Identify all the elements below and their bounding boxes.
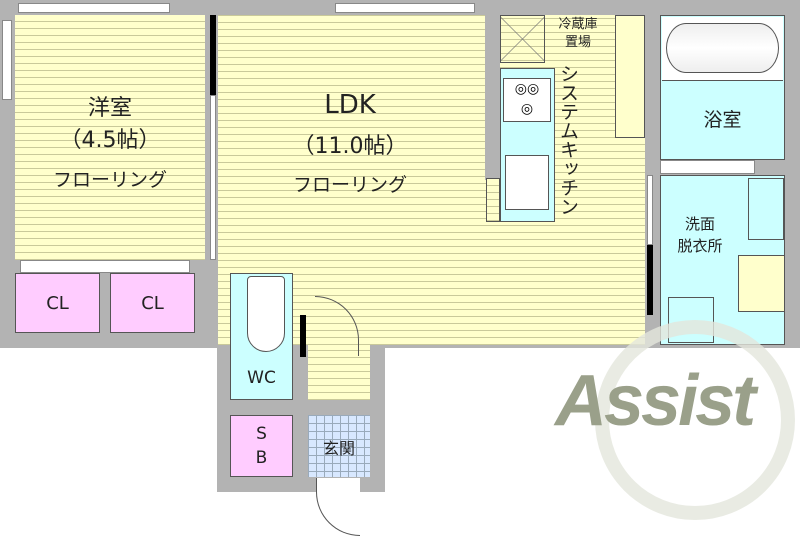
western-room-floor: フローリング	[52, 169, 167, 191]
fridge-space	[500, 15, 545, 63]
shoe-box[interactable]	[230, 415, 293, 477]
shelf	[615, 15, 645, 138]
window	[2, 20, 12, 100]
sliding-door	[210, 15, 216, 95]
wc-label: WC	[247, 368, 276, 388]
entrance[interactable]	[308, 415, 370, 477]
closet-1-label: CL	[46, 293, 69, 314]
stove-icon: ◎◎◎	[503, 78, 551, 122]
counter-side	[486, 178, 500, 222]
sink-icon	[505, 155, 549, 210]
closet-2[interactable]	[110, 273, 195, 333]
entrance-door[interactable]	[316, 478, 360, 536]
wc-door	[300, 315, 306, 357]
window	[335, 3, 475, 13]
window	[18, 3, 170, 13]
bath-door	[660, 160, 755, 174]
sliding-door	[210, 95, 216, 260]
western-room	[15, 15, 205, 260]
closet-door	[20, 260, 190, 273]
washroom-label: 洗面 脱衣所	[677, 215, 723, 255]
washroom-door	[647, 245, 653, 315]
storage	[738, 255, 785, 312]
washbasin-icon	[748, 178, 784, 240]
assist-logo: Assist	[555, 320, 795, 530]
logo-text: Assist	[555, 361, 756, 441]
ldk-name: LDK	[324, 90, 376, 120]
western-room-name: 洋室	[87, 96, 132, 121]
fridge-label: 冷蔵庫 置場	[558, 17, 598, 50]
bathroom-label: 浴室	[703, 109, 742, 131]
western-room-size: （4.5帖）	[59, 128, 161, 153]
washroom-sliding-door	[647, 175, 653, 245]
closet-1[interactable]	[15, 273, 100, 333]
ldk-floor: フローリング	[292, 174, 407, 196]
kitchen-label: システムキッチン	[557, 64, 579, 216]
bathtub-icon	[662, 17, 783, 81]
toilet-icon	[247, 276, 285, 352]
ldk-size: （11.0帖）	[292, 134, 408, 159]
shoe-box-label: S B	[255, 424, 268, 468]
entrance-label: 玄関	[322, 439, 355, 458]
closet-2-label: CL	[141, 293, 164, 314]
